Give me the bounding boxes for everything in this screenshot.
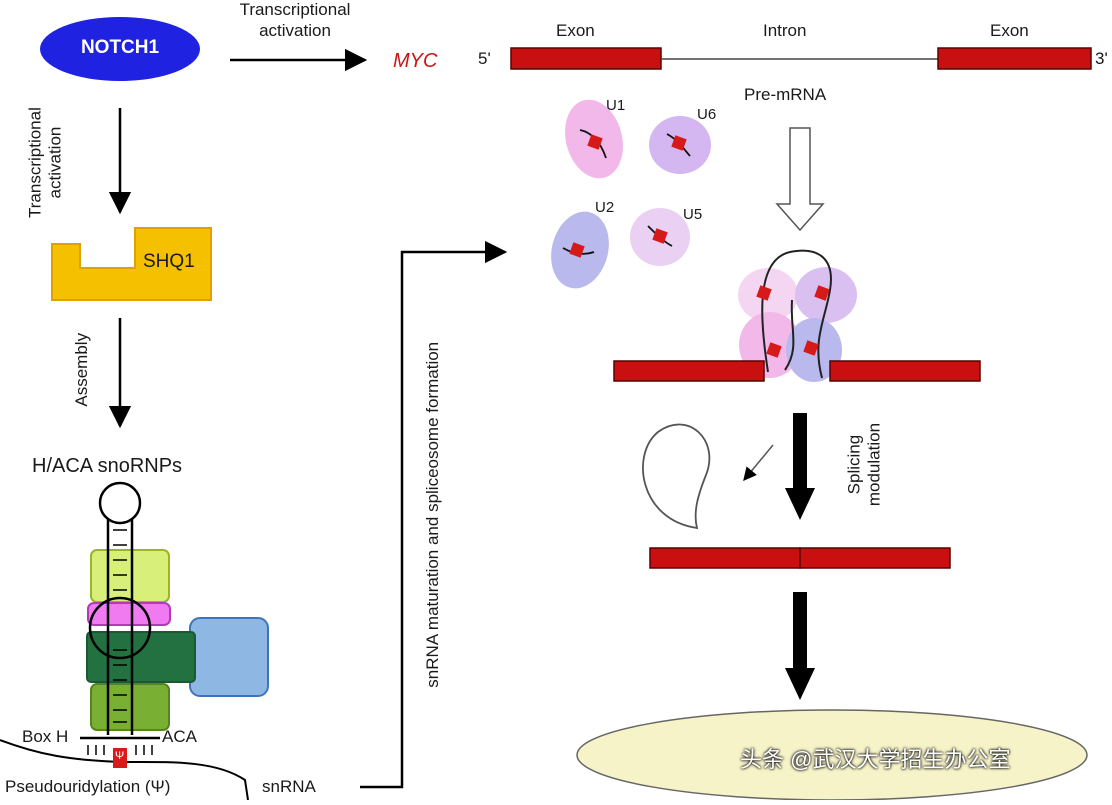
- five-prime-label: 5': [478, 49, 491, 68]
- mrna-exon-left: [649, 547, 801, 569]
- myc-label: MYC: [393, 50, 438, 72]
- psi-marker: [113, 748, 127, 768]
- snornp-label: H/ACA snoRNPs: [32, 455, 183, 477]
- left-arrow-label-line2: activation: [45, 126, 64, 199]
- snrnp-u5: [630, 208, 690, 266]
- mrna-exon-right: [799, 547, 951, 569]
- arrow-to-lariat: [743, 444, 774, 482]
- splicing-label-line1: Splicing: [844, 434, 864, 495]
- exon-left-label: Exon: [556, 21, 595, 40]
- exon-left-box: [510, 47, 662, 70]
- box-h-label: Box H: [22, 727, 69, 746]
- exon-right-label: Exon: [990, 21, 1029, 40]
- exon-right-box: [937, 47, 1092, 70]
- shq1-protein: [51, 227, 212, 301]
- snrna-maturation-label: snRNA maturation and spliceosome formati…: [423, 341, 443, 688]
- spliceosome-complex: [738, 249, 857, 382]
- spliceosome-exon-right: [829, 360, 981, 382]
- snrnp-u6: [649, 116, 711, 174]
- watermark: 头条 @武汉大学招生办公室: [740, 747, 1011, 772]
- assembly-label: Assembly: [72, 332, 92, 407]
- u6-label: U6: [697, 106, 717, 123]
- three-prime-label: 3': [1095, 49, 1108, 68]
- snrnp-u2: [551, 211, 609, 289]
- pseudouridylation-label: Pseudouridylation (Ψ): [5, 777, 171, 796]
- left-arrow-label-line1: Transcriptional: [25, 107, 45, 218]
- snrna-label: snRNA: [262, 777, 316, 796]
- aca-label: ACA: [162, 727, 197, 746]
- u2-label: U2: [595, 199, 615, 216]
- splicing-label-line2: modulation: [864, 422, 883, 507]
- arrow-snrna-to-spliceosome: [360, 240, 508, 789]
- top-arrow-label-line2: activation: [259, 21, 331, 40]
- snrnp-u1: [565, 99, 623, 179]
- thick-arrow-down: [785, 592, 815, 700]
- hollow-arrow-assembly: [775, 127, 825, 232]
- top-arrow-label-line1: Transcriptional: [239, 0, 351, 19]
- u5-label: U5: [683, 206, 703, 223]
- intron-label: Intron: [763, 21, 807, 40]
- pre-mrna-label: Pre-mRNA: [744, 85, 827, 104]
- shq1-label: SHQ1: [143, 251, 195, 272]
- lariat-intron: [642, 423, 711, 530]
- snornp-complex: [0, 481, 269, 801]
- spliceosome-exon-left: [613, 360, 765, 382]
- notch1-node: [40, 17, 200, 81]
- u1-label: U1: [606, 97, 626, 114]
- notch1-label: NOTCH1: [80, 37, 160, 58]
- psi-label: Ψ: [115, 750, 125, 762]
- thick-arrow-splicing: [785, 413, 815, 520]
